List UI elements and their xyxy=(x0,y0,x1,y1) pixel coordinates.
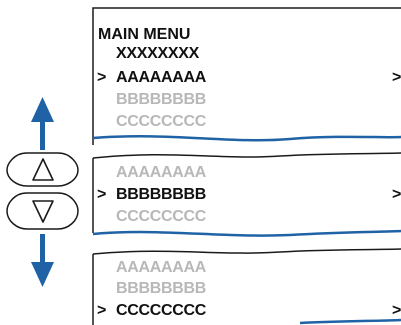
screen-1-item-c[interactable]: CCCCCCCC xyxy=(116,113,207,130)
screen-1-cursor: > xyxy=(97,69,106,86)
triangle-up-icon xyxy=(32,158,54,181)
display-panel: MAIN MENU XXXXXXXX > AAAAAAAA > BBBBBBBB… xyxy=(92,7,401,325)
screen-3-cursor: > xyxy=(97,302,106,319)
screen-1-submenu-arrow: > xyxy=(392,69,401,86)
screen-2-item-b[interactable]: BBBBBBBB xyxy=(116,186,206,203)
down-button-shape[interactable] xyxy=(6,192,79,230)
screen-3-submenu-arrow: > xyxy=(392,302,401,319)
screen-3-item-b[interactable]: BBBBBBBB xyxy=(116,280,206,297)
up-button[interactable] xyxy=(6,152,79,187)
arrow-down-icon xyxy=(31,234,54,287)
screen-3-bottom-edge xyxy=(299,318,401,325)
triangle-down-icon xyxy=(32,200,54,223)
screen-1-outline xyxy=(92,7,401,145)
screen-3-item-c[interactable]: CCCCCCCC xyxy=(116,302,207,319)
screen-1-item-b[interactable]: BBBBBBBB xyxy=(116,91,206,108)
up-button-shape[interactable] xyxy=(6,152,79,187)
arrow-up-icon xyxy=(31,97,54,150)
menu-title: MAIN MENU xyxy=(98,26,190,43)
navigation-controls xyxy=(6,97,79,287)
screen-2-outline xyxy=(92,152,401,233)
screen-3-item-a[interactable]: AAAAAAAA xyxy=(116,259,207,276)
down-button[interactable] xyxy=(6,192,79,230)
screen-2-submenu-arrow: > xyxy=(392,186,401,203)
screen-3-outline xyxy=(92,248,401,325)
screen-2-item-a[interactable]: AAAAAAAA xyxy=(116,164,207,181)
screen-2-cursor: > xyxy=(97,186,106,203)
screen-1-tear-edge xyxy=(92,135,401,142)
screen-1-item-a[interactable]: AAAAAAAA xyxy=(116,69,207,86)
screen-2-item-c[interactable]: CCCCCCCC xyxy=(116,208,207,225)
screen-2-tear-edge xyxy=(92,229,401,237)
menu-subtitle: XXXXXXXX xyxy=(116,45,200,62)
